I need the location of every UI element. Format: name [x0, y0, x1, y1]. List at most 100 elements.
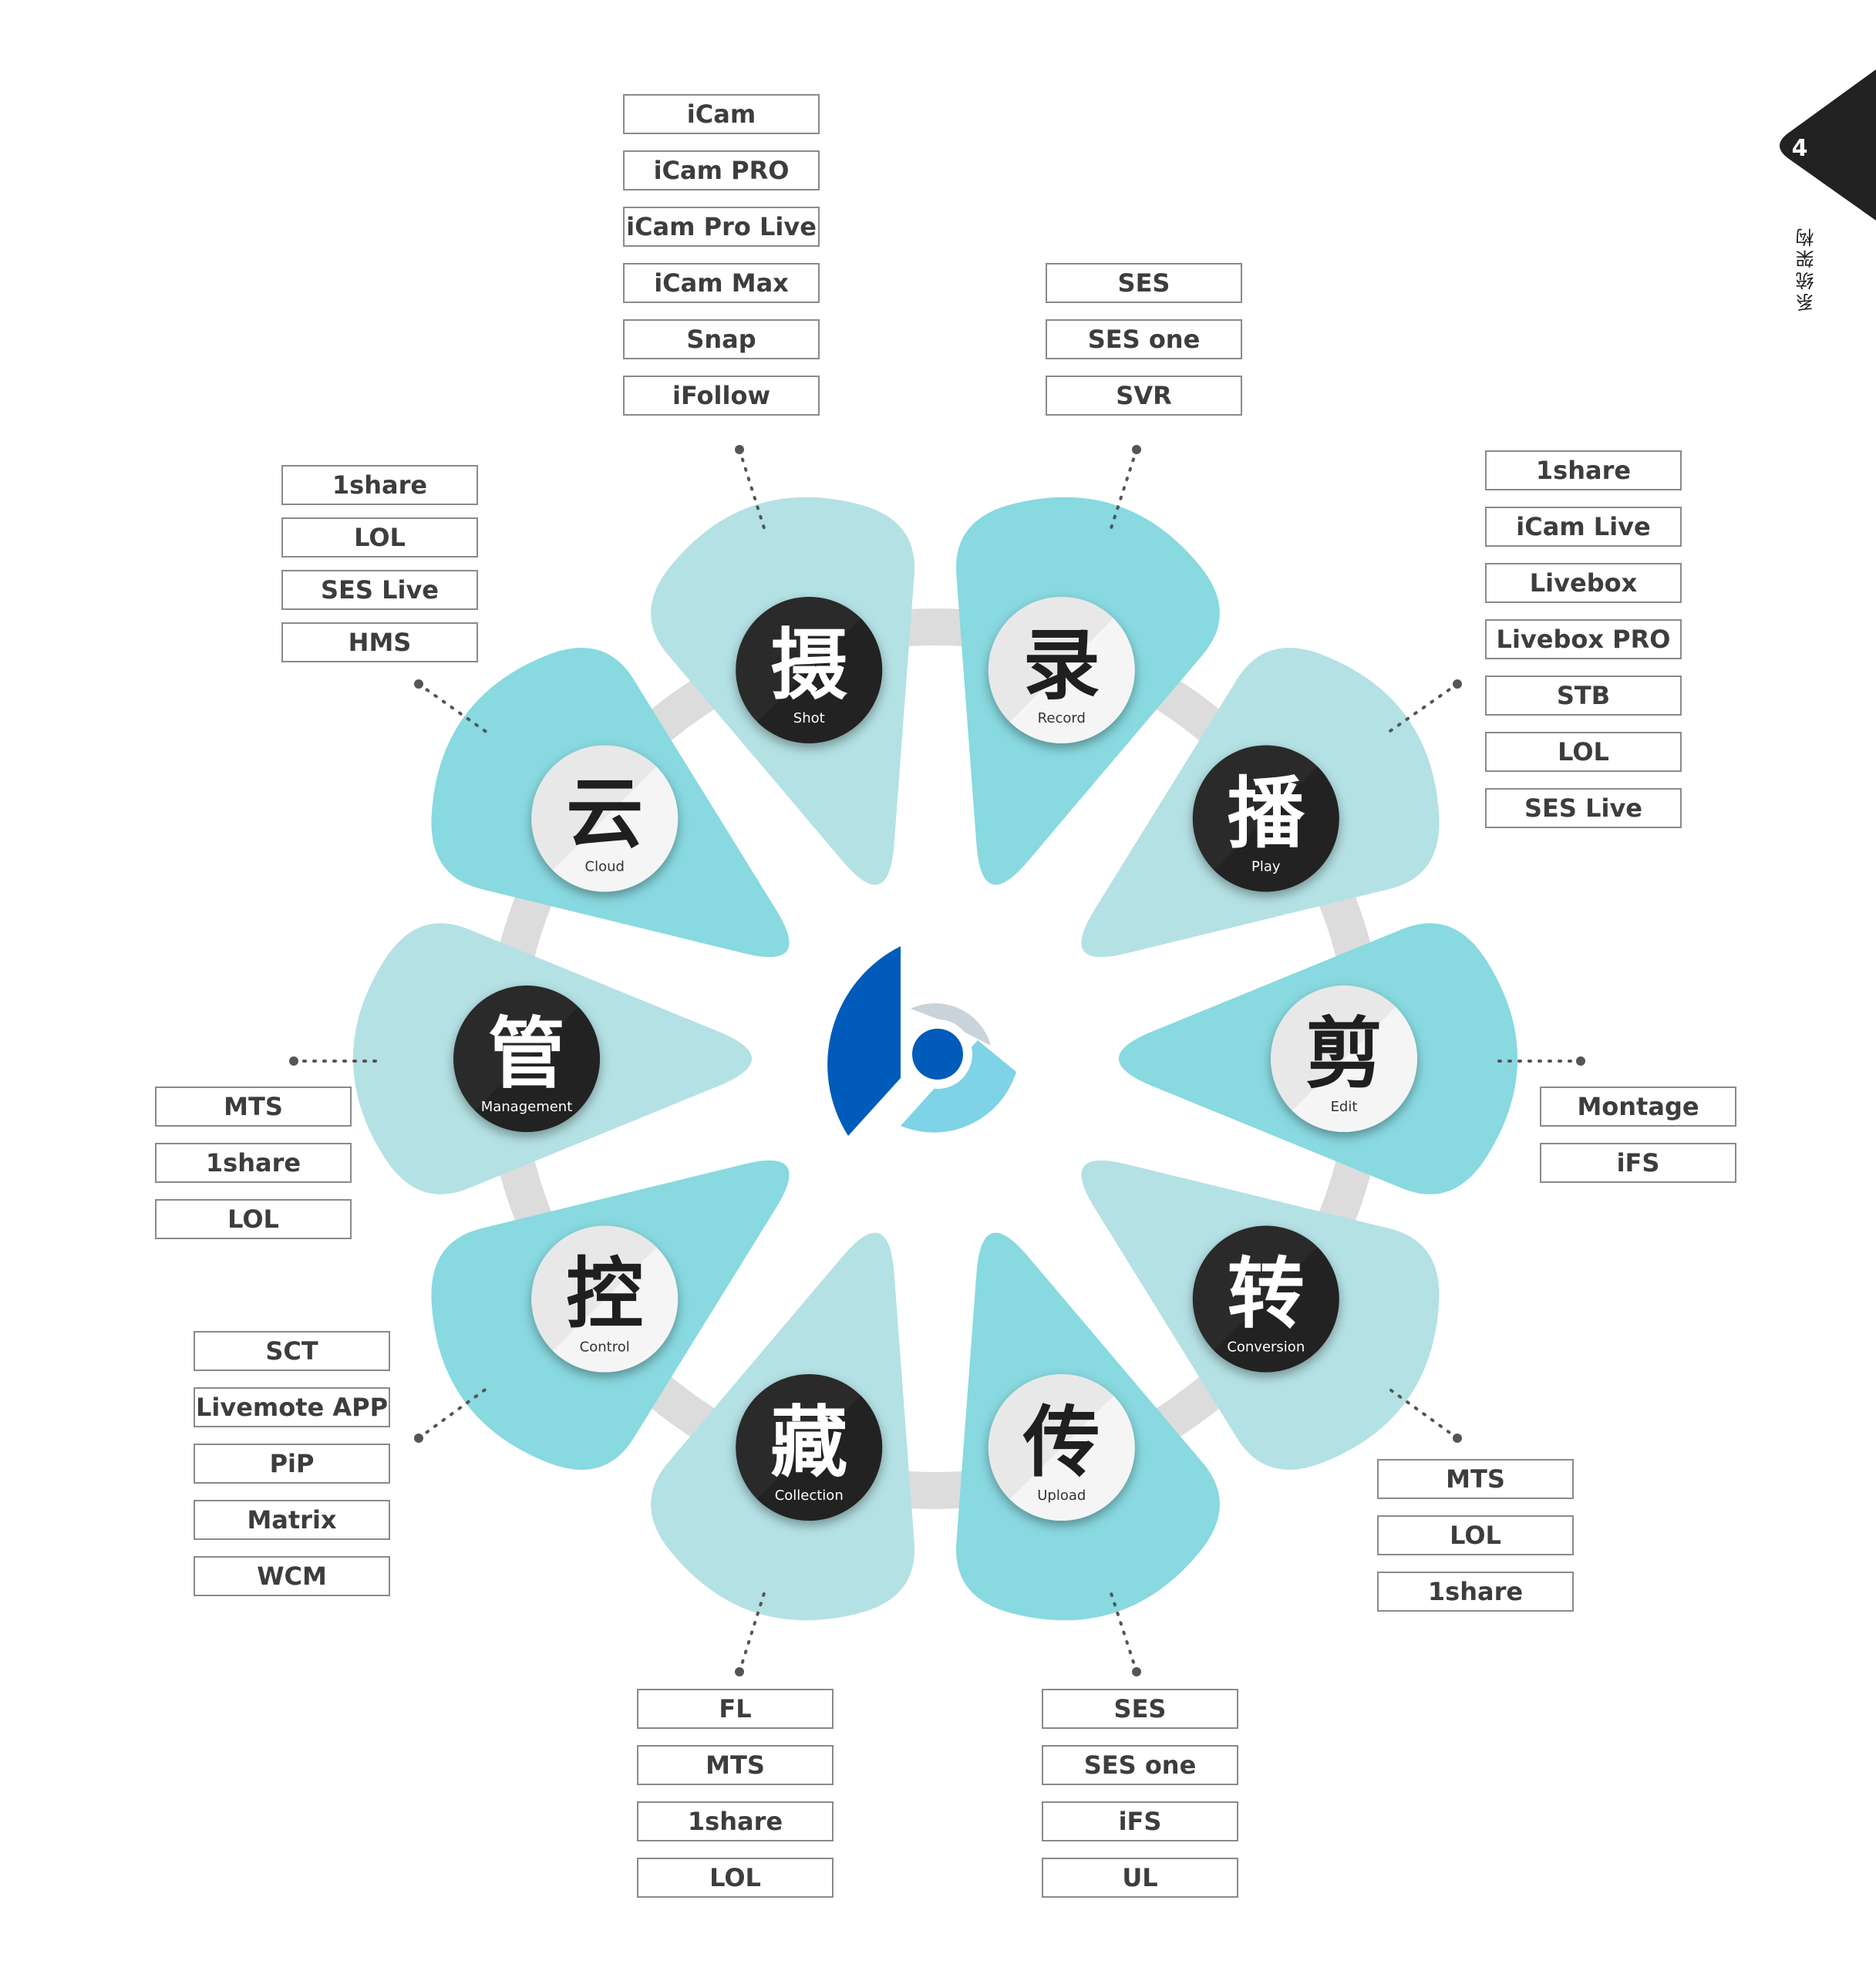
product-box: UL [1042, 1858, 1238, 1898]
product-box: iCam [623, 94, 820, 134]
leader-line [1386, 1386, 1459, 1440]
leader-dot [1453, 679, 1462, 689]
product-box: iCam Live [1485, 507, 1682, 547]
leader-line [1386, 682, 1459, 734]
badge-character: 录 [1023, 620, 1100, 710]
badge-label: Management [481, 1099, 573, 1115]
badge-label: Edit [1331, 1099, 1358, 1115]
product-box: Snap [623, 319, 820, 359]
product-box: WCM [194, 1556, 390, 1596]
product-box: Livebox PRO [1485, 619, 1682, 659]
product-box: LOL [637, 1858, 834, 1898]
product-box: FL [637, 1689, 834, 1729]
leader-dot [735, 1667, 744, 1676]
badge-character: 藏 [770, 1397, 847, 1488]
badge-label: Cloud [585, 858, 625, 874]
leader-upload [1109, 1589, 1141, 1676]
product-box: iCam Max [623, 263, 820, 303]
badge-label: Conversion [1227, 1339, 1305, 1356]
badge-sheen [1009, 618, 1135, 743]
badge-label: Shot [793, 710, 825, 726]
badge-sheen [1292, 1006, 1418, 1133]
badge-character: 控 [566, 1249, 643, 1339]
product-box: Livebox [1485, 563, 1682, 603]
badge-label: Record [1038, 710, 1086, 726]
badge-sheen [1214, 1247, 1339, 1373]
badge-character: 剪 [1305, 1009, 1383, 1099]
logo-blue-arc [827, 946, 901, 1136]
product-box: LOL [155, 1199, 352, 1239]
product-box: LOL [281, 517, 478, 558]
product-box: SVR [1046, 376, 1242, 416]
badge-character: 摄 [770, 620, 847, 710]
product-box: SES [1042, 1689, 1238, 1729]
product-box: LOL [1485, 732, 1682, 772]
product-box: STB [1485, 676, 1682, 716]
product-box: 1share [1377, 1572, 1574, 1612]
product-box: MTS [155, 1087, 352, 1127]
leader-cloud [414, 679, 489, 734]
product-box: iCam PRO [623, 150, 820, 190]
leader-line [417, 1386, 489, 1440]
badge-sheen [1009, 1395, 1135, 1521]
badge-character: 传 [1022, 1397, 1100, 1488]
leader-dot [1576, 1056, 1585, 1066]
page-number: 4 [1792, 135, 1808, 162]
product-box: iFS [1042, 1801, 1238, 1841]
leader-line [417, 682, 489, 734]
badge-sheen [474, 1006, 601, 1133]
badge-label: Upload [1037, 1488, 1086, 1504]
product-box: SES one [1042, 1745, 1238, 1785]
badge-sheen [553, 1247, 679, 1373]
leader-dot [414, 1434, 423, 1443]
product-box: MTS [1377, 1459, 1574, 1499]
product-box: MTS [637, 1745, 834, 1785]
product-box: iFS [1540, 1143, 1736, 1183]
leader-dot [289, 1056, 298, 1066]
product-box: SES Live [1485, 788, 1682, 828]
product-box: Montage [1540, 1087, 1736, 1127]
product-box: SCT [194, 1331, 390, 1371]
page-title: 系统架构 [1796, 225, 1817, 312]
leader-shot [735, 445, 766, 532]
leader-line [1109, 448, 1138, 532]
product-box: HMS [281, 622, 478, 662]
leader-control [414, 1386, 489, 1443]
product-box: SES one [1046, 319, 1242, 359]
page-tab-shape [1780, 69, 1876, 221]
badge-sheen [757, 618, 883, 743]
leader-collection [735, 1589, 766, 1676]
badge-sheen [553, 766, 679, 892]
badge-character: 云 [566, 768, 643, 858]
badge-sheen [757, 1395, 883, 1521]
product-box: PiP [194, 1444, 390, 1484]
badge-label: Control [580, 1339, 630, 1356]
leader-line [738, 448, 766, 532]
badge-character: 转 [1228, 1249, 1305, 1339]
product-box: SES [1046, 263, 1242, 303]
product-box: iCam Pro Live [623, 207, 820, 247]
product-box: Livemote APP [194, 1387, 390, 1427]
leader-line [738, 1589, 766, 1673]
logo-ring-dot [912, 1029, 963, 1080]
badge-label: Play [1251, 858, 1281, 874]
product-box: 1share [1485, 450, 1682, 490]
leader-lines [289, 445, 1585, 1676]
leader-play [1386, 679, 1462, 734]
page-number-tab: 4 [1780, 69, 1876, 221]
badge-sheen [1214, 766, 1339, 892]
leader-line [1109, 1589, 1138, 1673]
logo-cyan-arc [901, 1040, 1016, 1133]
